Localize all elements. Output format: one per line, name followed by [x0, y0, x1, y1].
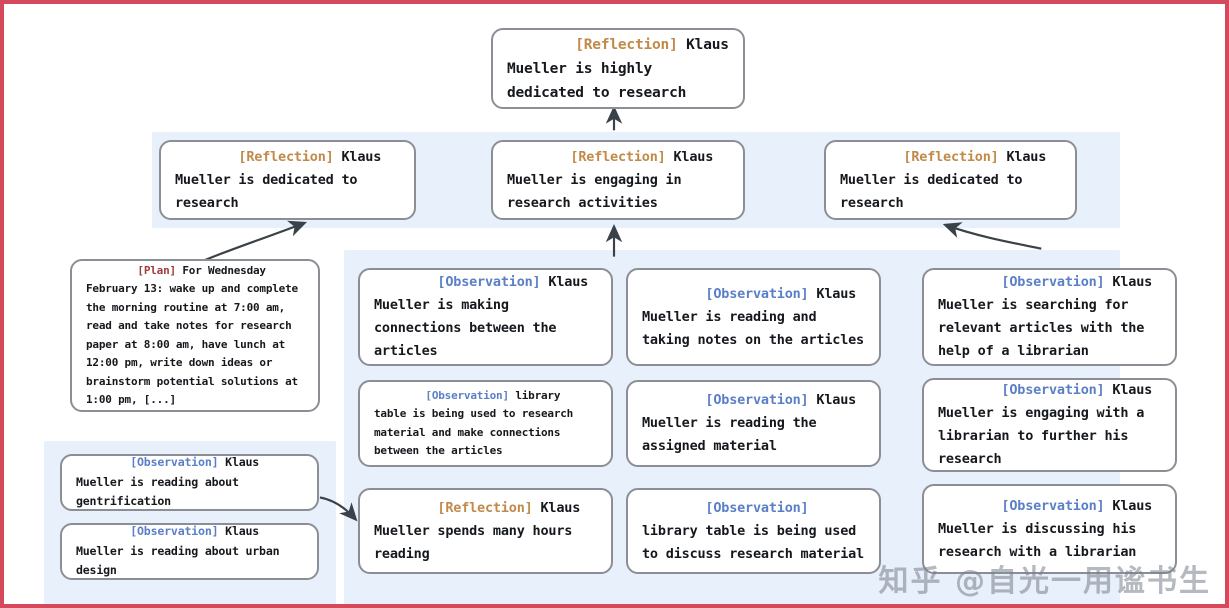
node-reflection-left[interactable]: [Reflection] Klaus Mueller is dedicated …: [159, 140, 416, 220]
node-col1-observation-2[interactable]: [Observation] library table is being use…: [358, 380, 613, 467]
diagram-canvas: [Reflection] Klaus Mueller is highly ded…: [4, 4, 1225, 604]
node-col3-observation-1[interactable]: [Observation] Klaus Mueller is searching…: [922, 268, 1177, 366]
node-text: [Observation] Klaus Mueller is reading a…: [62, 455, 317, 509]
arrow-col3-to-right-reflection: [942, 222, 1042, 250]
tag-observation: [Observation]: [705, 285, 809, 302]
node-root-reflection[interactable]: [Reflection] Klaus Mueller is highly ded…: [491, 28, 745, 109]
node-col1-reflection[interactable]: [Reflection] Klaus Mueller spends many h…: [358, 488, 613, 574]
node-text: [Observation] Klaus Mueller is engaging …: [924, 380, 1175, 470]
node-body: Klaus Mueller is dedicated to research: [175, 148, 390, 211]
node-text: [Observation] Klaus Mueller is discussin…: [924, 486, 1175, 572]
tag-observation: [Observation]: [130, 524, 219, 539]
node-text: [Reflection] Klaus Mueller is dedicated …: [161, 142, 414, 218]
watermark: 知乎 @自光一用谧书生: [878, 564, 1211, 599]
tag-reflection: [Reflection]: [437, 499, 533, 516]
node-col2-observation-1[interactable]: [Observation] Klaus Mueller is reading a…: [626, 268, 881, 366]
node-body: Klaus Mueller is reading the assigned ma…: [642, 392, 864, 454]
node-text: [Observation] library table is being use…: [360, 382, 611, 465]
node-col1-observation-1[interactable]: [Observation] Klaus Mueller is making co…: [358, 268, 613, 366]
tag-reflection: [Reflection]: [238, 148, 334, 165]
node-col2-observation-2[interactable]: [Observation] Klaus Mueller is reading t…: [626, 380, 881, 467]
node-plan[interactable]: [Plan] For Wednesday February 13: wake u…: [70, 259, 320, 412]
node-body: Klaus Mueller is searching for relevant …: [938, 274, 1160, 359]
node-reflection-middle[interactable]: [Reflection] Klaus Mueller is engaging i…: [491, 140, 745, 220]
node-bottomleft-observation-2[interactable]: [Observation] Klaus Mueller is reading a…: [60, 523, 319, 580]
node-body: For Wednesday February 13: wake up and c…: [86, 263, 305, 407]
node-body: Klaus Mueller is engaging in research ac…: [507, 148, 722, 211]
tag-observation: [Observation]: [1001, 497, 1105, 514]
tag-plan: [Plan]: [137, 263, 176, 277]
node-text: [Reflection] Klaus Mueller is engaging i…: [493, 142, 743, 218]
tag-observation: [Observation]: [1001, 382, 1105, 398]
node-text: [Observation] Klaus Mueller is reading t…: [628, 382, 879, 465]
node-reflection-right[interactable]: [Reflection] Klaus Mueller is dedicated …: [824, 140, 1077, 220]
node-text: [Observation] Klaus Mueller is making co…: [360, 270, 611, 364]
node-text: [Observation] library table is being use…: [628, 490, 879, 572]
arrow-plan-to-left-reflection: [201, 220, 307, 263]
node-body: Klaus Mueller is discussing his research…: [938, 497, 1160, 560]
node-col2-observation-3[interactable]: [Observation] library table is being use…: [626, 488, 881, 574]
tag-observation: [Observation]: [1001, 274, 1105, 290]
node-text: [Reflection] Klaus Mueller spends many h…: [360, 490, 611, 572]
node-body: Klaus Mueller is engaging with a librari…: [938, 382, 1160, 467]
node-body: Klaus Mueller is making connections betw…: [374, 274, 596, 359]
node-text: [Reflection] Klaus Mueller is dedicated …: [826, 142, 1075, 218]
node-text: [Observation] Klaus Mueller is reading a…: [628, 270, 879, 364]
tag-reflection: [Reflection]: [903, 148, 999, 165]
tag-observation: [Observation]: [705, 499, 809, 516]
node-text: [Reflection] Klaus Mueller is highly ded…: [493, 30, 743, 107]
node-body: Klaus Mueller is reading about urban des…: [76, 524, 287, 578]
node-text: [Observation] Klaus Mueller is reading a…: [62, 524, 317, 578]
node-text: [Plan] For Wednesday February 13: wake u…: [72, 261, 318, 410]
node-bottomleft-observation-1[interactable]: [Observation] Klaus Mueller is reading a…: [60, 454, 319, 511]
tag-observation: [Observation]: [130, 455, 219, 470]
node-col3-observation-3[interactable]: [Observation] Klaus Mueller is discussin…: [922, 484, 1177, 574]
node-body: Klaus Mueller is dedicated to research: [840, 148, 1055, 211]
tag-reflection: [Reflection]: [570, 148, 666, 165]
node-body: Klaus Mueller is reading about gentrific…: [76, 455, 266, 509]
node-text: [Observation] Klaus Mueller is searching…: [924, 270, 1175, 364]
tag-observation: [Observation]: [437, 274, 541, 290]
node-body: library table is being used to research …: [374, 388, 580, 458]
node-col3-observation-2[interactable]: [Observation] Klaus Mueller is engaging …: [922, 378, 1177, 472]
node-body: library table is being used to discuss r…: [642, 499, 864, 562]
tag-reflection: [Reflection]: [575, 36, 678, 53]
node-body: Klaus Mueller spends many hours reading: [374, 499, 589, 562]
node-body: Klaus Mueller is reading and taking note…: [642, 285, 864, 348]
tag-observation: [Observation]: [705, 392, 809, 408]
node-body: Klaus Mueller is highly dedicated to res…: [507, 36, 738, 101]
tag-observation: [Observation]: [425, 388, 509, 402]
